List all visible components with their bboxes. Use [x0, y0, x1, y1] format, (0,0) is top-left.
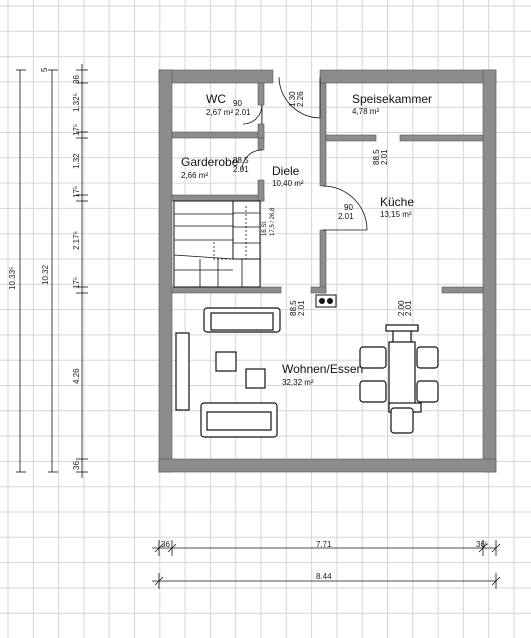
door-wc-height: 2.01 [235, 108, 251, 117]
stair-ratio: 17,5 / 26,8 [270, 207, 276, 236]
door-speise-height: 2.01 [380, 149, 389, 165]
wall-wc-right-bottom [257, 123, 265, 139]
door-wohnen-height: 2.01 [297, 300, 306, 316]
wall-bottom [158, 458, 497, 473]
wall-wc-right-top [257, 82, 265, 106]
dim-bottom-right-wall: 36⁵ [476, 540, 488, 549]
left-dimensions: 10.33⁵ 10.32 5 36 1.32⁵ 17⁵ 1.32 17⁵ 2.1… [8, 64, 88, 478]
wall-right [482, 69, 497, 473]
door-entry-width: 1.30 [288, 91, 297, 107]
room-name-wc: WC [206, 92, 226, 106]
door-garderobe-height: 2.01 [233, 165, 249, 174]
door-kueche-width: 90 [344, 203, 353, 212]
table-top [388, 341, 416, 413]
door-essen-width: 2.00 [397, 300, 406, 316]
dim-seg-8: 4.26 [72, 368, 81, 384]
stair-label: 16 St. [262, 220, 268, 236]
wall-speise-left [325, 134, 377, 142]
dim-bottom-left-wall: 36 [161, 540, 170, 549]
room-area-diele: 10,40 m² [272, 179, 304, 188]
room-area-wohnen: 32,32 m² [282, 378, 314, 387]
wall-diele-bottom [310, 286, 327, 294]
dim-seg-5: 17⁵ [72, 186, 81, 198]
wall-garderobe-stair [171, 194, 265, 202]
door-kueche-height: 2.01 [338, 212, 354, 221]
door-speise-width: 88.5 [372, 149, 381, 165]
dim-seg-3: 17⁵ [72, 124, 81, 136]
dim-left-inner: 10.32 [41, 264, 50, 285]
wall-kueche-bottom [441, 286, 484, 294]
walls [158, 69, 497, 473]
armchair-1 [215, 351, 237, 372]
wall-top-right [319, 69, 497, 84]
wall-diele-right-bottom [319, 229, 327, 294]
dim-seg-7: 17⁵ [72, 277, 81, 289]
room-area-speisekammer: 4,78 m² [352, 107, 379, 116]
room-area-wc: 2,67 m² [206, 108, 233, 117]
dim-seg-9: 36 [72, 461, 81, 470]
staircase: 16 St. 17,5 / 26,8 [173, 200, 276, 288]
wall-top-left [158, 69, 274, 84]
door-garderobe-width: 88.5 [233, 156, 249, 165]
door-swings [241, 76, 368, 231]
armchair-2 [245, 368, 266, 389]
dim-seg-1: 36 [72, 75, 81, 84]
wall-stair-bottom [171, 286, 282, 294]
furniture [175, 294, 439, 438]
dim-left-outer: 10.33⁵ [8, 267, 17, 290]
room-name-speisekammer: Speisekammer [352, 92, 432, 106]
door-essen-height: 2.01 [404, 300, 413, 316]
door-entry-height: 2.26 [296, 91, 305, 107]
stove [315, 294, 337, 308]
wall-left [158, 69, 173, 473]
dim-seg-4: 1.32 [72, 153, 81, 169]
dim-seg-2: 1.32⁵ [72, 93, 81, 112]
room-name-kueche: Küche [380, 195, 414, 209]
sideboard [175, 332, 190, 411]
room-name-wohnen: Wohnen/Essen [282, 362, 363, 376]
wall-gard-right-bottom [257, 179, 265, 202]
dim-seg-0: 5 [40, 67, 49, 72]
dim-bottom-inner: 7.71 [316, 540, 332, 549]
dining-table [359, 324, 439, 434]
door-wohnen-width: 88.5 [289, 300, 298, 316]
bottom-dimensions: 36 7.71 36⁵ 8.44 [152, 540, 501, 589]
room-name-garderobe: Garderobe [181, 155, 239, 169]
wall-gard-right-top [257, 137, 265, 151]
entry-door-swing [278, 76, 321, 119]
door-wc-width: 90 [233, 99, 242, 108]
sofa-top [203, 307, 281, 333]
sofa-bottom [200, 402, 278, 438]
room-area-kueche: 13,15 m² [380, 210, 412, 219]
wall-wc-garderobe [171, 131, 265, 139]
wall-speise-right [399, 134, 484, 142]
room-name-diele: Diele [272, 164, 300, 178]
garderobe-door-swing [241, 149, 263, 171]
kueche-door-swing [322, 185, 368, 231]
wall-diele-right-top [319, 82, 327, 187]
room-area-garderobe: 2,66 m² [181, 171, 208, 180]
dim-bottom-total: 8.44 [316, 572, 332, 581]
dim-seg-6: 2.17⁵ [72, 231, 81, 250]
